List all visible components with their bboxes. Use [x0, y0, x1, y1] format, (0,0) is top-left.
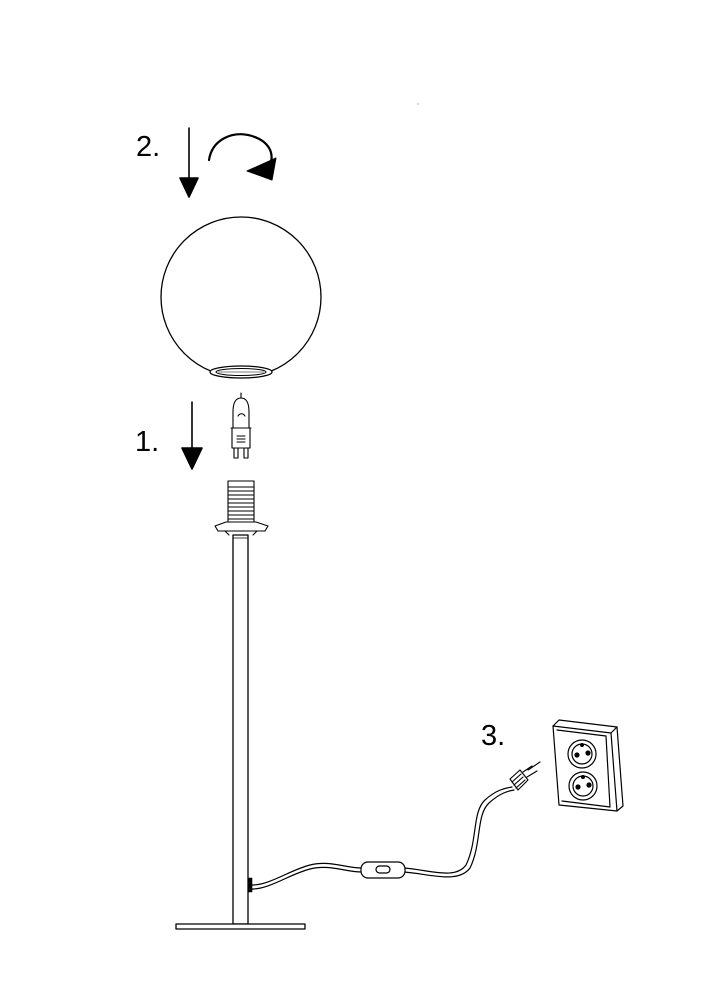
lamp-pole: [232, 534, 253, 925]
step2-down-arrow-icon: [179, 127, 199, 198]
rotate-clockwise-icon: [207, 133, 277, 181]
step-2-label: 2.: [136, 131, 161, 163]
step-1-label: 1.: [135, 426, 160, 458]
g9-halogen-bulb-icon: [230, 392, 252, 459]
lamp-base: [175, 923, 306, 930]
inline-switch-icon: [360, 861, 406, 879]
glass-globe: [160, 216, 322, 379]
step1-down-arrow-icon: [181, 401, 203, 470]
plug-icon: [509, 761, 541, 791]
step-3-label: 3.: [481, 720, 506, 752]
speck: [417, 103, 419, 105]
wall-socket-icon: [552, 719, 624, 812]
power-cable: [251, 786, 515, 890]
lamp-socket: [214, 480, 269, 536]
